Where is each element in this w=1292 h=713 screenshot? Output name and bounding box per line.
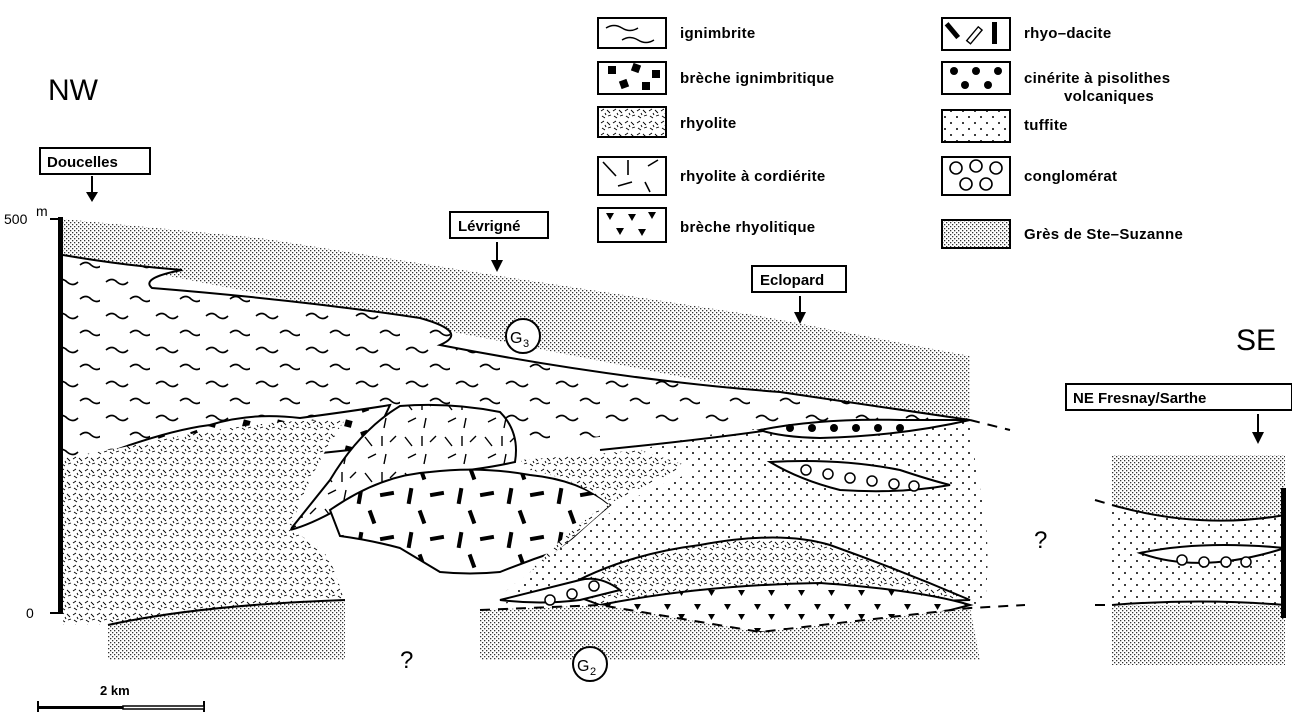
scale-bar-label: 2 km [100,683,130,698]
marker-g3-label: G [510,330,522,347]
legend-tuffite: tuffite [942,110,1068,142]
legend: ignimbrite brèche ignimbritique rhyolite… [598,18,1183,248]
legend-label-cinerite-2: volcaniques [1064,88,1154,105]
scale-bar: 2 km [38,683,204,712]
locality-fresnay-label: NE Fresnay/Sarthe [1073,390,1206,407]
fresnay-column [1095,455,1286,665]
legend-label-rhyolite-cordierite: rhyolite à cordiérite [680,168,826,185]
legend-label-rhyo-dacite: rhyo–dacite [1024,25,1112,42]
legend-rhyo-dacite: rhyo–dacite [942,18,1112,50]
orientation-nw: NW [48,74,99,107]
legend-label-tuffite: tuffite [1024,117,1068,134]
legend-label-gres: Grès de Ste–Suzanne [1024,226,1183,243]
legend-ignimbrite: ignimbrite [598,18,756,48]
locality-fresnay: NE Fresnay/Sarthe [1066,384,1292,444]
legend-label-breche-rhyolitique: brèche rhyolitique [680,219,815,236]
legend-gres: Grès de Ste–Suzanne [942,220,1183,248]
marker-g2-sub: 2 [590,666,596,678]
axis-label-bottom: 0 [26,605,34,621]
legend-breche-rhyolitique: brèche rhyolitique [598,208,815,242]
marker-g3-sub: 3 [523,338,529,350]
legend-rhyolite: rhyolite [598,107,737,137]
legend-label-rhyolite: rhyolite [680,115,737,132]
locality-doucelles: Doucelles [40,148,150,202]
locality-levrigne-label: Lévrigné [458,218,521,235]
marker-g2-label: G [577,658,589,675]
depth-axis: 500 m 0 [4,203,63,621]
locality-doucelles-label: Doucelles [47,154,118,171]
unknown-mark-right: ? [1034,527,1047,554]
locality-eclopard: Eclopard [752,266,846,324]
legend-rhyolite-cordierite: rhyolite à cordiérite [598,157,826,195]
legend-label-ignimbrite: ignimbrite [680,25,756,42]
legend-label-conglomerat: conglomérat [1024,168,1117,185]
legend-label-cinerite: cinérite à pisolithes [1024,70,1170,87]
unknown-mark-center: ? [400,647,413,674]
legend-label-breche-ignimbritique: brèche ignimbritique [680,70,834,87]
orientation-se: SE [1236,324,1276,357]
axis-label-unit: m [36,203,48,219]
axis-label-top: 500 [4,211,28,227]
marker-g2: G 2 [573,647,607,681]
legend-breche-ignimbritique: brèche ignimbritique [598,62,834,94]
locality-levrigne: Lévrigné [450,212,548,272]
marker-g3: G 3 [506,319,540,353]
locality-eclopard-label: Eclopard [760,272,824,289]
legend-conglomerat: conglomérat [942,157,1117,195]
legend-cinerite: cinérite à pisolithes volcaniques [942,62,1170,105]
